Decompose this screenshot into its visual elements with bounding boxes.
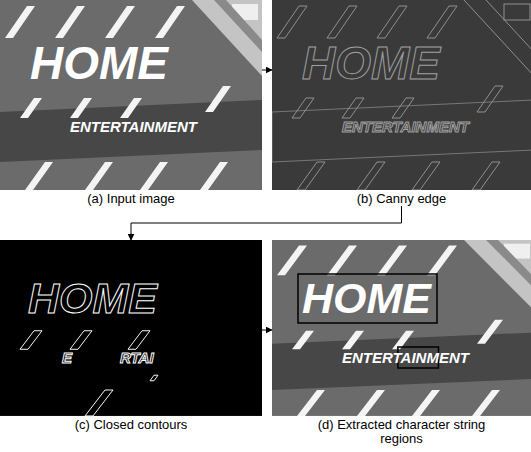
photo-part [272, 100, 531, 162]
image-panel: (a) Input image [0, 0, 262, 206]
photo-part [272, 0, 531, 190]
photo-part [20, 331, 158, 416]
image-text: ENTERTAINMENT [70, 119, 197, 134]
image-text: HOME [302, 277, 431, 320]
photo-part [272, 240, 531, 416]
photo-part [504, 4, 530, 20]
image-text: ENTERTAINMENT [342, 119, 469, 134]
contour-image [0, 240, 262, 416]
input-photo [0, 0, 262, 190]
image-panel: (c) Closed contours [0, 240, 262, 432]
image-text: HOME [30, 40, 168, 86]
photo-part [277, 6, 503, 190]
flow-arrow [262, 70, 272, 71]
image-panel: (b) Canny edge [272, 0, 531, 206]
panel-caption: (b) Canny edge [317, 192, 487, 206]
flow-arrow [262, 330, 272, 331]
region-box [298, 274, 437, 323]
image-text: RTAI [120, 350, 154, 365]
flow-arrow [131, 206, 402, 240]
photo-part [0, 0, 262, 190]
image-panel: (d) Extracted character string regions [272, 240, 531, 446]
image-text: ENTERTAINMENT [342, 350, 469, 365]
photo-part [486, 0, 531, 52]
photo-part [0, 240, 262, 416]
edge-image [272, 0, 531, 190]
image-text: HOME [28, 277, 157, 320]
image-text: E [62, 350, 72, 365]
result-photo [272, 240, 531, 416]
panel-caption: (a) Input image [46, 192, 216, 206]
panel-caption: (c) Closed contours [46, 418, 216, 432]
image-text: HOME [302, 40, 440, 86]
panel-caption: (d) Extracted character string regions [317, 418, 487, 446]
photo-part [464, 0, 531, 76]
